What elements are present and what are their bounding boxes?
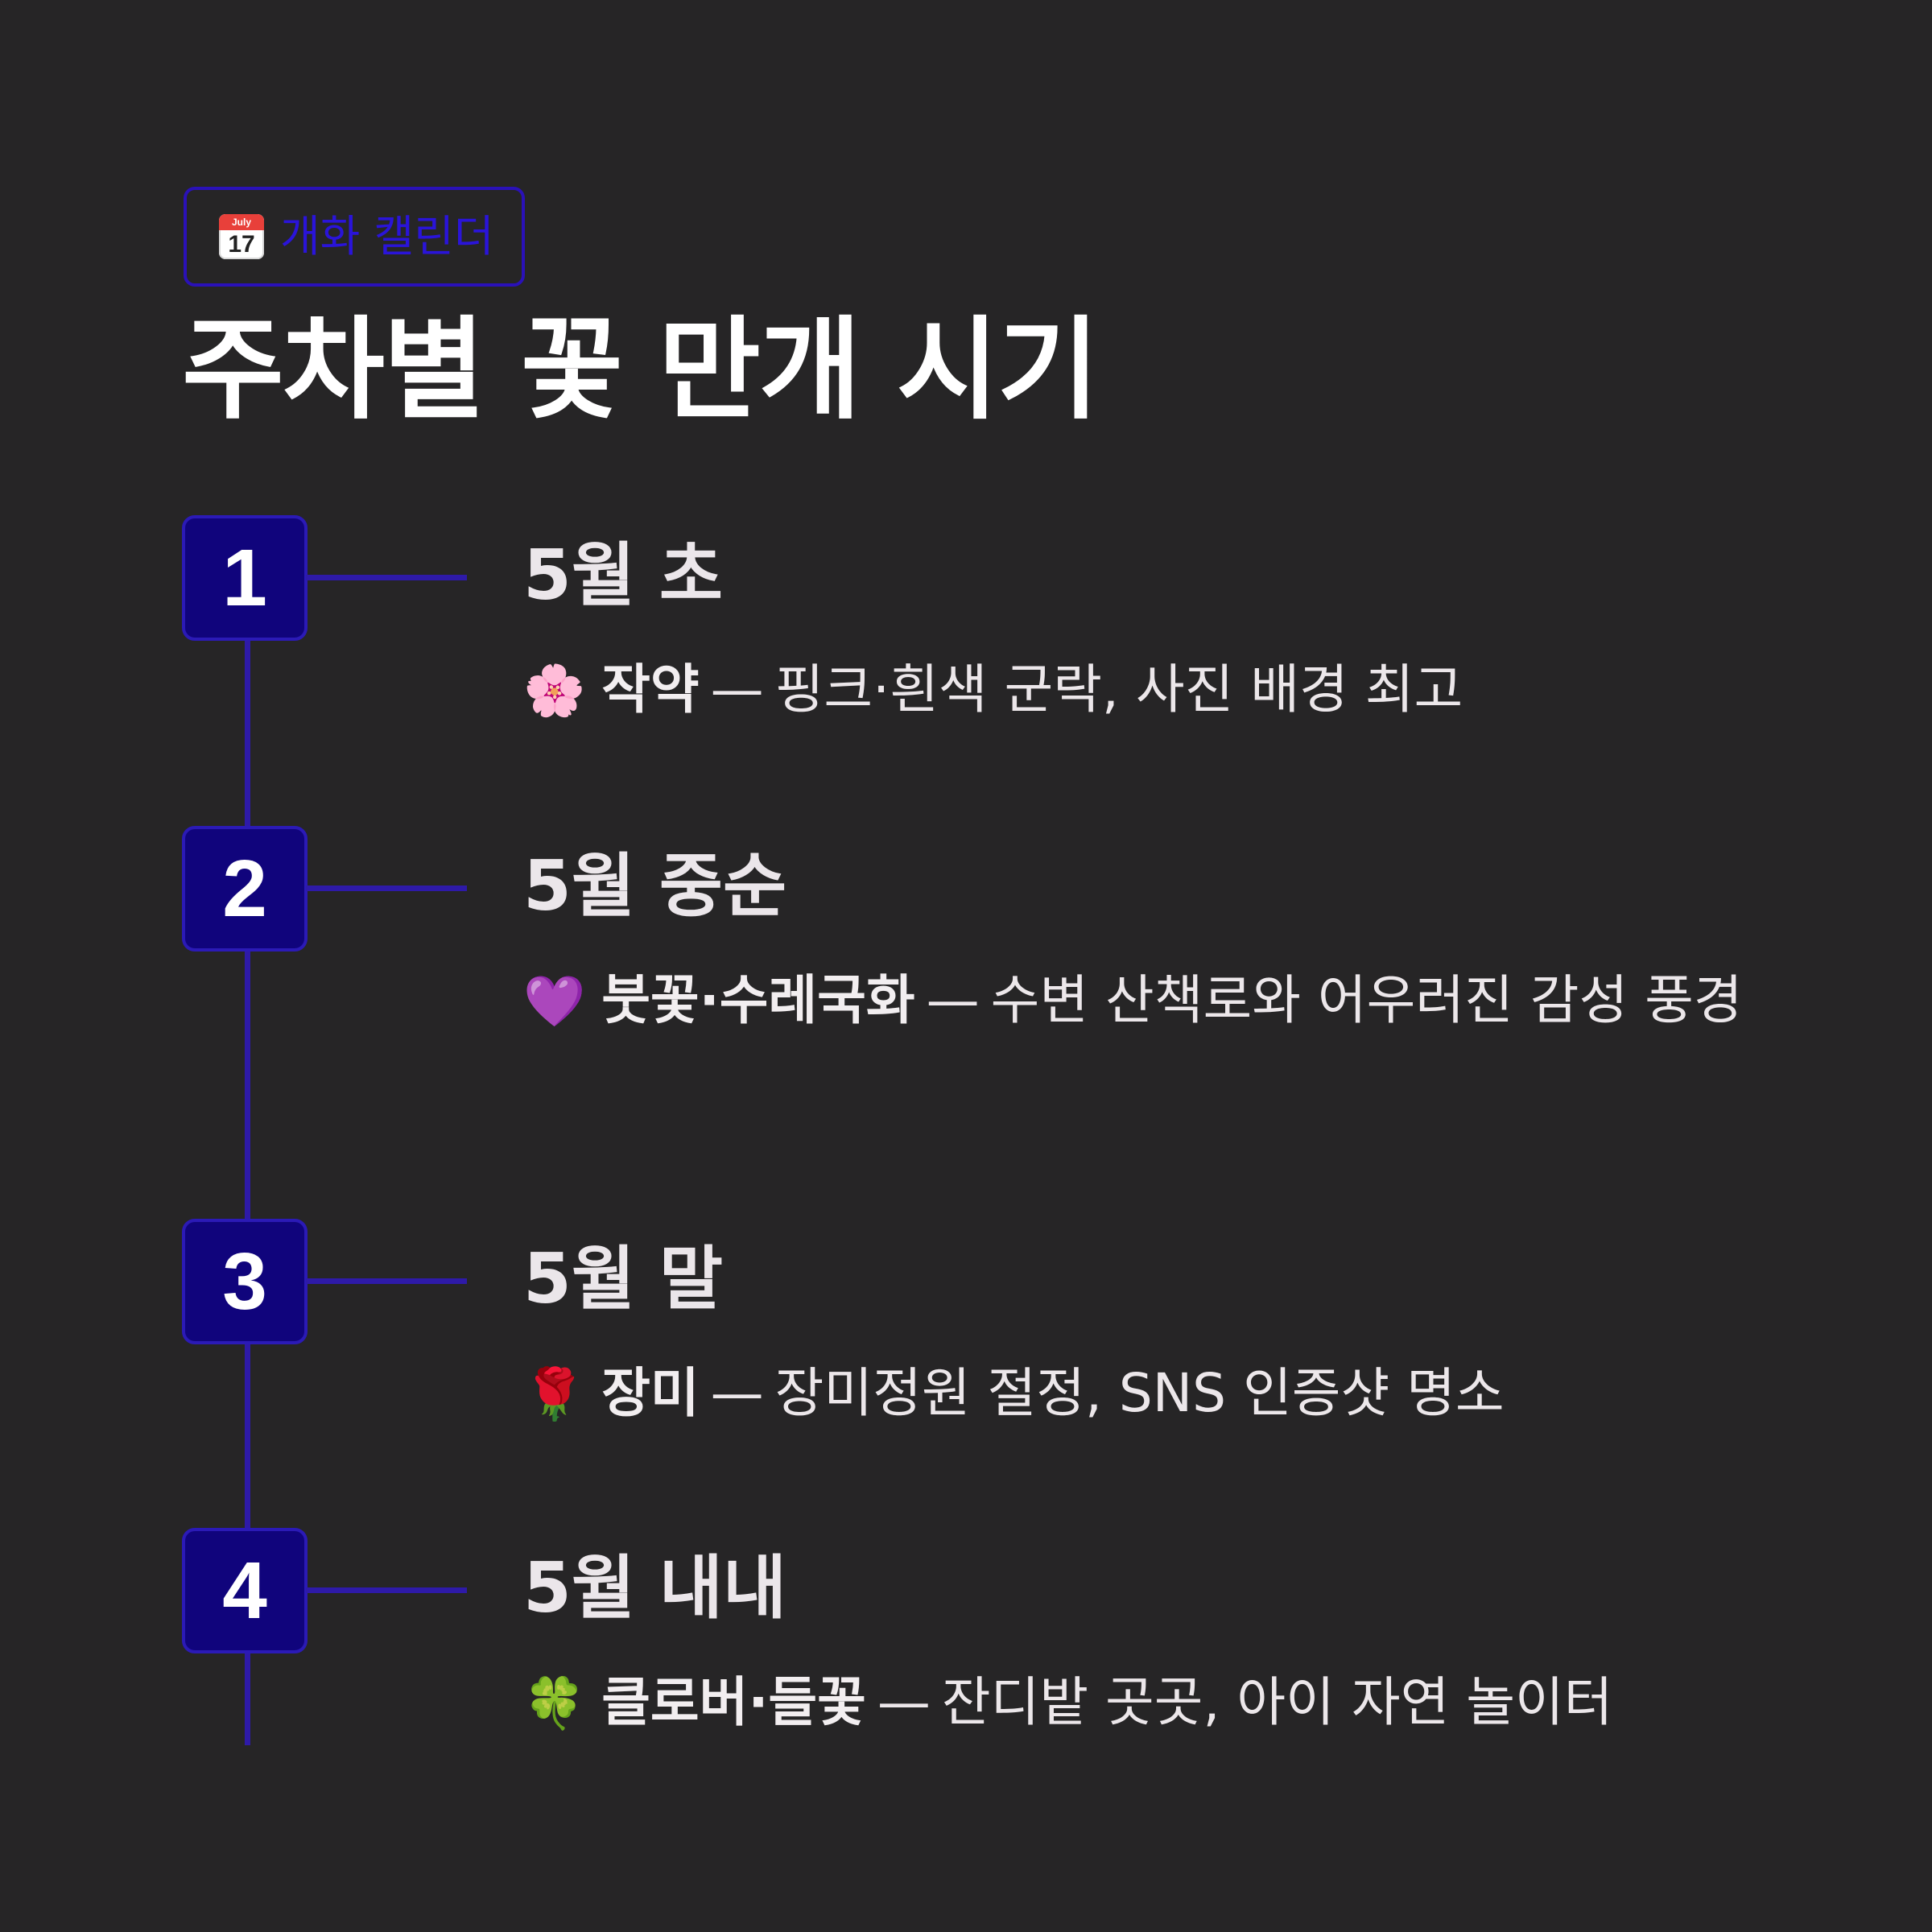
flower-note: 장미정원 절정, SNS 인증샷 명소 bbox=[774, 1362, 1505, 1424]
separator: — bbox=[710, 1362, 764, 1424]
badge-label: 개화 캘린더 bbox=[280, 211, 494, 262]
step-connector bbox=[306, 575, 467, 580]
rose-icon: 🌹 bbox=[523, 1364, 586, 1423]
separator: — bbox=[926, 969, 980, 1031]
flower-name: 장미 bbox=[601, 1362, 700, 1424]
cherry-blossom-icon: 🌸 bbox=[523, 661, 586, 720]
step-number-marker: 3 bbox=[182, 1219, 308, 1344]
step-period: 5월 말 bbox=[523, 1239, 724, 1319]
step-period: 5월 초 bbox=[523, 535, 724, 616]
flower-note: 핑크·흰색 군락, 사진 배경 최고 bbox=[774, 658, 1463, 720]
flower-note: 잔디밭 곳곳, 아이 자연 놀이터 bbox=[941, 1671, 1613, 1733]
separator: — bbox=[710, 658, 764, 720]
purple-heart-icon: 💜 bbox=[523, 972, 586, 1030]
four-leaf-clover-icon: 🍀 bbox=[523, 1674, 586, 1732]
step-description: 🍀 클로버·들꽃—잔디밭 곳곳, 아이 자연 놀이터 bbox=[523, 1662, 1932, 1744]
step-number-marker: 4 bbox=[182, 1528, 308, 1653]
flower-name: 붓꽃·수레국화 bbox=[601, 969, 915, 1031]
category-badge: July 17 개화 캘린더 bbox=[184, 187, 525, 287]
page-title: 주차별 꽃 만개 시기 bbox=[182, 305, 1100, 435]
step-connector bbox=[306, 886, 467, 891]
step-connector bbox=[306, 1278, 467, 1284]
flower-name: 클로버·들꽃 bbox=[601, 1671, 866, 1733]
step-connector bbox=[306, 1587, 467, 1593]
step-number-marker: 1 bbox=[182, 515, 308, 641]
step-period: 5월 내내 bbox=[523, 1548, 787, 1629]
step-number-marker: 2 bbox=[182, 826, 308, 952]
step-description: 🌹 장미—장미정원 절정, SNS 인증샷 명소 bbox=[523, 1352, 1932, 1435]
flower-name: 작약 bbox=[601, 658, 700, 720]
calendar-icon: July 17 bbox=[219, 214, 264, 259]
step-period: 5월 중순 bbox=[523, 846, 787, 927]
separator: — bbox=[877, 1671, 931, 1733]
step-description: 🌸 작약—핑크·흰색 군락, 사진 배경 최고 bbox=[523, 649, 1932, 732]
flower-note: 수변 산책로와 어우러진 감성 풍경 bbox=[990, 969, 1743, 1031]
step-description: 💜 붓꽃·수레국화—수변 산책로와 어우러진 감성 풍경 bbox=[523, 960, 1932, 1042]
timeline-line bbox=[245, 636, 250, 1745]
